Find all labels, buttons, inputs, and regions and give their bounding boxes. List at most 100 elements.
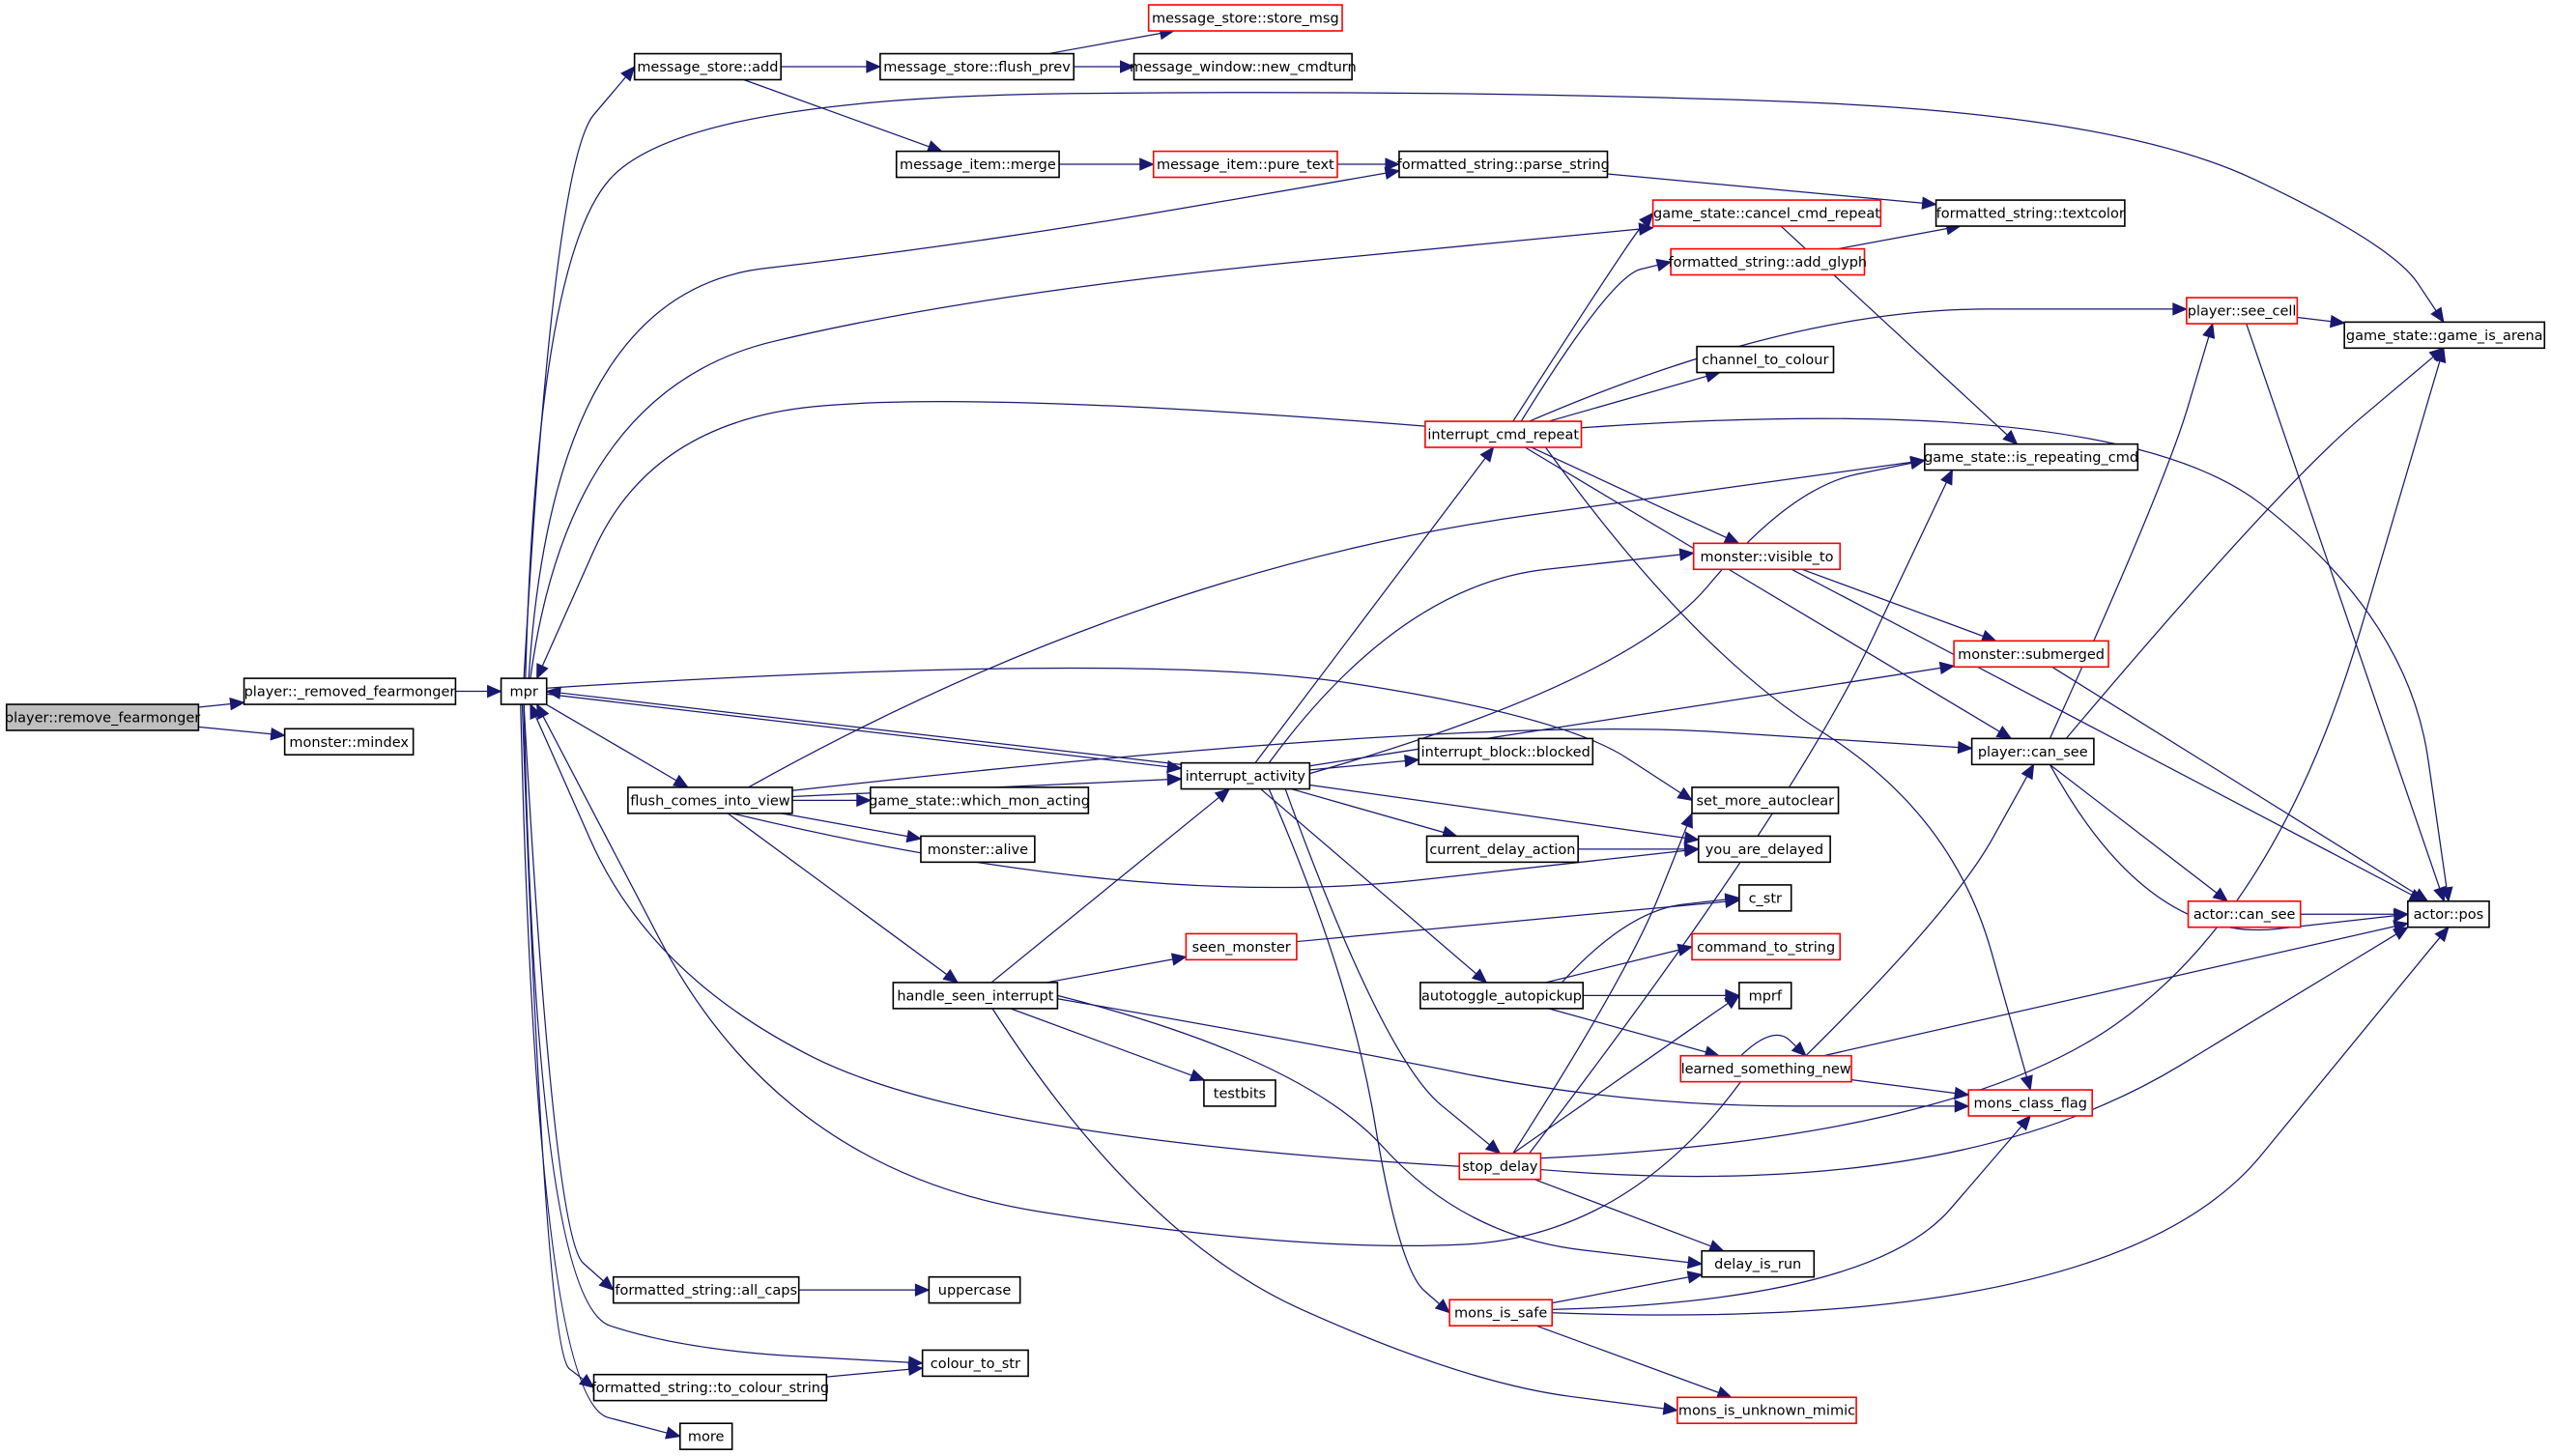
edge-mpr-to-fs_parse_string bbox=[528, 166, 1401, 679]
node-mons-class-flag[interactable]: mons_class_flag bbox=[1967, 1089, 2094, 1117]
edge-player_see_cell-to-actor_pos bbox=[2246, 323, 2447, 902]
arrowhead bbox=[1471, 968, 1488, 984]
arrowhead bbox=[1938, 661, 1956, 675]
node-mprf[interactable]: mprf bbox=[1738, 982, 1792, 1010]
arrowhead bbox=[1479, 445, 1495, 463]
node-flush-comes-into-view[interactable]: flush_comes_into_view bbox=[627, 786, 793, 814]
arrowhead bbox=[2021, 763, 2035, 781]
node-ib-blocked[interactable]: interrupt_block::blocked bbox=[1418, 737, 1594, 766]
arrowhead bbox=[672, 774, 690, 788]
node-monster-visible-to[interactable]: monster::visible_to bbox=[1692, 542, 1842, 571]
node-box bbox=[1398, 150, 1609, 179]
arrowhead bbox=[1655, 258, 1673, 272]
node-fs-all-caps[interactable]: formatted_string::all_caps bbox=[612, 1275, 800, 1304]
node-interrupt-activity[interactable]: interrupt_activity bbox=[1180, 761, 1311, 790]
node-remove-fearmonger[interactable]: player::remove_fearmonger bbox=[5, 703, 200, 731]
edge-interrupt_activity-to-you_are_delayed bbox=[1309, 784, 1701, 844]
node-c-str[interactable]: c_str bbox=[1738, 884, 1792, 912]
node-label: player::_removed_fearmonger bbox=[244, 685, 456, 700]
node-ms-store-msg[interactable]: message_store::store_msg bbox=[1147, 4, 1343, 32]
node-player-can-see[interactable]: player::can_see bbox=[1970, 737, 2095, 766]
arrowhead bbox=[905, 829, 923, 843]
edge-flush_comes_into_view-to-handle_seen_interrupt bbox=[727, 813, 960, 984]
node-ms-add[interactable]: message_store::add bbox=[633, 52, 782, 81]
node-set-more-autoclear[interactable]: set_more_autoclear bbox=[1691, 786, 1840, 814]
node-label: game_state::which_mon_acting bbox=[869, 793, 1090, 809]
arrowhead bbox=[2430, 306, 2445, 324]
node-fs-add-glyph[interactable]: formatted_string::add_glyph bbox=[1669, 247, 1868, 276]
node-handle-seen-interrupt[interactable]: handle_seen_interrupt bbox=[892, 982, 1059, 1010]
edge-handle_seen_interrupt-to-mons_is_unknown_mimic bbox=[991, 1008, 1679, 1415]
node-mw-new-cmdturn[interactable]: message_window::new_cmdturn bbox=[1130, 52, 1357, 81]
arrowhead bbox=[856, 793, 873, 808]
edge-stop_delay-to-actor_pos bbox=[1540, 927, 2409, 1178]
node-box bbox=[892, 982, 1059, 1010]
edge-interrupt_activity-to-interrupt_cmd_repeat bbox=[1254, 445, 1495, 764]
node-channel-to-colour[interactable]: channel_to_colour bbox=[1696, 345, 1835, 374]
node-gs-is-repeating-cmd[interactable]: game_state::is_repeating_cmd bbox=[1923, 443, 2139, 471]
arrowhead bbox=[620, 66, 636, 82]
node-box bbox=[633, 52, 782, 81]
edge-learned_something_new-to-mons_class_flag bbox=[1850, 1078, 1970, 1100]
arrowhead bbox=[1170, 953, 1188, 966]
edge-player_see_cell-to-gs_game_is_arena bbox=[2297, 314, 2346, 328]
node-command-to-string[interactable]: command_to_string bbox=[1691, 932, 1842, 961]
arrowhead bbox=[1678, 548, 1695, 561]
node-box bbox=[1692, 542, 1842, 571]
node-box bbox=[1670, 247, 1866, 276]
node-testbits[interactable]: testbits bbox=[1203, 1079, 1276, 1107]
edge-interrupt_activity-to-gs_is_repeating_cmd bbox=[1301, 456, 1927, 777]
node-you-are-delayed[interactable]: you_are_delayed bbox=[1697, 835, 1831, 864]
node-box bbox=[1424, 420, 1583, 448]
edge-mpr-to-gs_cancel_cmd_repeat bbox=[530, 222, 1654, 679]
node-uppercase[interactable]: uppercase bbox=[928, 1275, 1021, 1304]
node-mindex[interactable]: monster::mindex bbox=[283, 728, 415, 757]
node-monster-alive[interactable]: monster::alive bbox=[920, 835, 1036, 864]
edge-mpr-to-more bbox=[520, 704, 682, 1440]
node-mi-merge[interactable]: message_item::merge bbox=[895, 150, 1060, 179]
node-box bbox=[1738, 884, 1792, 912]
arrowhead bbox=[1683, 831, 1701, 844]
node-delay-is-run[interactable]: delay_is_run bbox=[1701, 1249, 1816, 1278]
edge-mi_pure_text-to-fs_parse_string bbox=[1336, 157, 1401, 171]
edge-ms_add-to-mi_merge bbox=[743, 78, 943, 154]
node-actor-can-see[interactable]: actor::can_see bbox=[2187, 899, 2302, 928]
edge-interrupt_cmd_repeat-to-fs_add_glyph bbox=[1520, 258, 1673, 422]
node-fs-textcolor[interactable]: formatted_string::textcolor bbox=[1935, 199, 2126, 227]
node-current-delay-action[interactable]: current_delay_action bbox=[1425, 835, 1579, 864]
node-box bbox=[1419, 982, 1585, 1010]
node-box bbox=[1418, 737, 1594, 766]
node-label: command_to_string bbox=[1697, 940, 1835, 956]
node-fs-parse-string[interactable]: formatted_string::parse_string bbox=[1397, 150, 1610, 179]
node-seen-monster[interactable]: seen_monster bbox=[1185, 932, 1298, 961]
arrowhead bbox=[1791, 1041, 1807, 1057]
arrowhead bbox=[1639, 212, 1654, 229]
node-autotoggle-autopickup[interactable]: autotoggle_autopickup bbox=[1419, 982, 1585, 1010]
node-box bbox=[1679, 1054, 1852, 1083]
node-player-see-cell[interactable]: player::see_cell bbox=[2186, 297, 2299, 325]
node-ms-flush-prev[interactable]: message_store::flush_prev bbox=[879, 52, 1075, 81]
node-gs-cancel-cmd-repeat[interactable]: game_state::cancel_cmd_repeat bbox=[1651, 199, 1882, 227]
node-box bbox=[1696, 345, 1835, 374]
node-stop-delay[interactable]: stop_delay bbox=[1458, 1152, 1542, 1181]
node-box bbox=[1147, 4, 1343, 32]
node-mpr[interactable]: mpr bbox=[500, 677, 548, 705]
node-gs-game-is-arena[interactable]: game_state::game_is_arena bbox=[2343, 321, 2546, 350]
node-label: set_more_autoclear bbox=[1696, 793, 1834, 809]
node-mons-is-unknown-mimic[interactable]: mons_is_unknown_mimic bbox=[1677, 1396, 1857, 1425]
edge-interrupt_activity-to-monster_visible_to bbox=[1268, 548, 1695, 764]
node-interrupt-cmd-repeat[interactable]: interrupt_cmd_repeat bbox=[1424, 420, 1583, 448]
node-gs-which-mon-acting[interactable]: game_state::which_mon_acting bbox=[869, 786, 1090, 814]
node-more[interactable]: more bbox=[678, 1422, 733, 1450]
node-actor-pos[interactable]: actor::pos bbox=[2407, 899, 2490, 928]
node-learned-something-new[interactable]: learned_something_new bbox=[1679, 1054, 1852, 1083]
node-colour-to-str[interactable]: colour_to_str bbox=[921, 1349, 1029, 1378]
node-mi-pure-text[interactable]: message_item::pure_text bbox=[1152, 150, 1338, 179]
arrowhead bbox=[1953, 1086, 1970, 1100]
node-fs-to-colour-string[interactable]: formatted_string::to_colour_string bbox=[591, 1373, 829, 1402]
node-box bbox=[928, 1275, 1021, 1304]
node-label: game_state::cancel_cmd_repeat bbox=[1653, 207, 1880, 222]
node-removed-fearmonger[interactable]: player::_removed_fearmonger bbox=[243, 677, 457, 705]
node-monster-submerged[interactable]: monster::submerged bbox=[1953, 640, 2109, 669]
node-mons-is-safe[interactable]: mons_is_safe bbox=[1448, 1299, 1554, 1327]
